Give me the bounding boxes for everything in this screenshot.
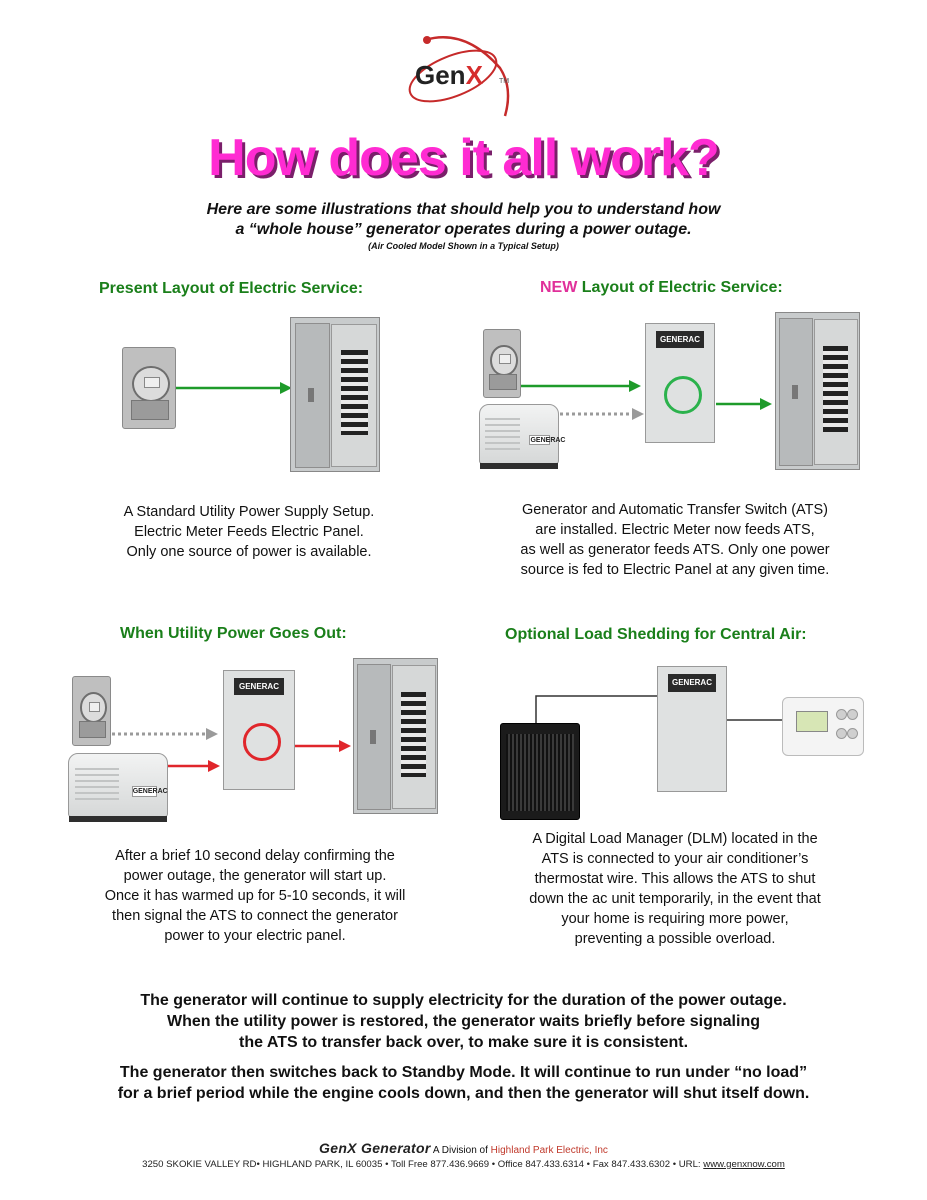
genx-logo: GenX TM: [405, 28, 525, 118]
paragraph-line: the ATS to transfer back over, to make s…: [238, 1034, 689, 1051]
caption-line: thermostat wire. This allows the ATS to …: [534, 871, 816, 887]
restore-paragraph: The generator will continue to supply el…: [0, 990, 927, 1053]
ac-unit-icon: [500, 723, 580, 820]
generator-icon: GENERAC: [68, 753, 168, 822]
electric-panel-icon: [290, 317, 380, 472]
present-layout-caption: A Standard Utility Power Supply Setup. E…: [70, 502, 428, 562]
caption-line: ATS is connected to your air conditioner…: [541, 851, 809, 867]
paragraph-line: for a brief period while the engine cool…: [117, 1085, 810, 1102]
footer-brand-name: GenX Generator: [319, 1140, 431, 1156]
caption-line: source is fed to Electric Panel at any g…: [520, 562, 830, 578]
caption-line: Electric Meter Feeds Electric Panel.: [134, 524, 364, 540]
new-layout-title-text: Layout of Electric Service:: [577, 279, 783, 296]
thermostat-icon: [782, 697, 864, 756]
caption-line: down the ac unit temporarily, in the eve…: [529, 891, 821, 907]
caption-line: Only one source of power is available.: [126, 544, 372, 560]
new-layout-title: NEW Layout of Electric Service:: [540, 279, 783, 297]
ats-icon: GENERAC: [223, 670, 295, 790]
load-shedding-title: Optional Load Shedding for Central Air:: [505, 626, 807, 643]
caption-line: are installed. Electric Meter now feeds …: [535, 522, 815, 538]
paragraph-line: When the utility power is restored, the …: [167, 1013, 760, 1030]
utility-outage-title: When Utility Power Goes Out:: [120, 625, 347, 642]
generac-badge: GENERAC: [529, 435, 566, 446]
trademark: TM: [499, 78, 510, 85]
setup-note: (Air Cooled Model Shown in a Typical Set…: [368, 241, 559, 251]
logo-swoosh-icon: [408, 36, 510, 117]
paragraph-line: The generator will continue to supply el…: [140, 992, 787, 1009]
caption-line: A Standard Utility Power Supply Setup.: [123, 504, 375, 520]
arrow-icon: [168, 760, 220, 772]
subtitle-line: Here are some illustrations that should …: [206, 201, 721, 218]
electric-panel-icon: [775, 312, 860, 470]
electric-meter-icon: [483, 329, 521, 398]
new-highlight: NEW: [540, 279, 578, 296]
page-subtitle: Here are some illustrations that should …: [0, 200, 927, 240]
present-layout-title: Present Layout of Electric Service:: [99, 280, 364, 297]
arrow-icon: [176, 382, 292, 394]
electric-meter-icon: [122, 347, 176, 429]
caption-line: power outage, the generator will start u…: [123, 868, 387, 884]
utility-outage-caption: After a brief 10 second delay confirming…: [60, 846, 450, 946]
generac-badge: GENERAC: [131, 786, 168, 797]
caption-line: A Digital Load Manager (DLM) located in …: [532, 831, 818, 847]
arrow-icon: [560, 408, 644, 420]
arrow-icon: [716, 398, 772, 410]
footer-address-text: 3250 SKOKIE VALLEY RD• HIGHLAND PARK, IL…: [142, 1159, 704, 1170]
caption-line: then signal the ATS to connect the gener…: [112, 908, 398, 924]
electric-panel-icon: [353, 658, 438, 814]
footer-division-name: Highland Park Electric, Inc: [490, 1145, 608, 1156]
paragraph-line: The generator then switches back to Stan…: [119, 1064, 808, 1081]
arrow-icon: [295, 740, 351, 752]
arrow-icon: [521, 380, 641, 392]
thermostat-wire: [535, 695, 782, 724]
footer-url-link[interactable]: www.genxnow.com: [703, 1159, 785, 1170]
caption-line: as well as generator feeds ATS. Only one…: [520, 542, 830, 558]
caption-line: preventing a possible overload.: [574, 931, 776, 947]
page-title: How does it all work?: [208, 129, 720, 187]
ats-icon: GENERAC: [657, 666, 727, 792]
subtitle-line: a “whole house” generator operates durin…: [235, 221, 692, 238]
arrow-icon: [112, 728, 218, 740]
caption-line: your home is requiring more power,: [561, 911, 789, 927]
generac-label: GENERAC: [233, 678, 285, 695]
footer-address: 3250 SKOKIE VALLEY RD• HIGHLAND PARK, IL…: [0, 1159, 927, 1170]
electric-meter-icon: [72, 676, 111, 746]
caption-line: Once it has warmed up for 5-10 seconds, …: [104, 888, 406, 904]
caption-line: power to your electric panel.: [164, 928, 346, 944]
caption-line: After a brief 10 second delay confirming…: [115, 848, 395, 864]
generator-icon: GENERAC: [479, 404, 566, 469]
new-layout-caption: Generator and Automatic Transfer Switch …: [470, 500, 880, 580]
caption-line: Generator and Automatic Transfer Switch …: [522, 502, 828, 518]
standby-paragraph: The generator then switches back to Stan…: [0, 1062, 927, 1104]
footer-brand: GenX Generator A Division of Highland Pa…: [0, 1140, 927, 1156]
logo-text: GenX: [415, 60, 483, 90]
load-shedding-caption: A Digital Load Manager (DLM) located in …: [475, 829, 875, 949]
generac-label: GENERAC: [655, 331, 705, 348]
ats-icon: GENERAC: [645, 323, 715, 443]
generac-label: GENERAC: [667, 674, 717, 692]
footer-division-prefix: A Division of: [430, 1145, 491, 1156]
